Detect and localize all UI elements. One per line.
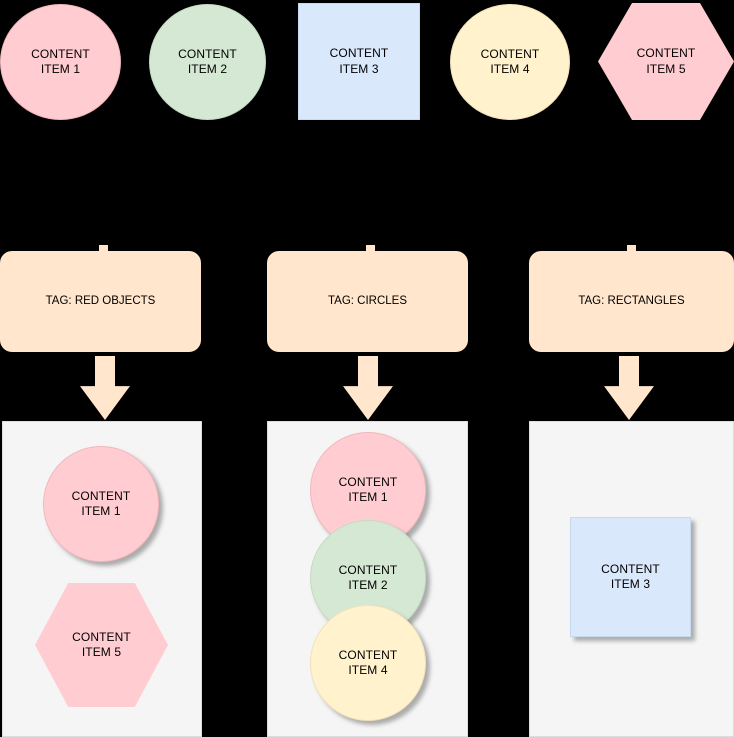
item-5-label: CONTENT ITEM 5 [636,46,696,76]
res-item-1b-label: CONTENT ITEM 1 [338,474,398,504]
res-item-4-label: CONTENT ITEM 4 [338,647,398,677]
tag-circles[interactable]: TAG: CIRCLES [267,251,468,352]
item-2-circle[interactable]: CONTENT ITEM 2 [149,4,266,120]
arrow-red-objects-glyph [80,356,130,420]
item-1-label: CONTENT ITEM 1 [31,46,90,76]
res-item-5-label: CONTENT ITEM 5 [72,629,131,659]
item-3-rectangle[interactable]: CONTENT ITEM 3 [298,3,420,120]
tag-rectangles-connector-notch [627,245,636,252]
arrow-rectangles-glyph [604,356,654,420]
res-item-4-circle[interactable]: CONTENT ITEM 4 [310,605,426,721]
res-item-3-rectangle[interactable]: CONTENT ITEM 3 [570,517,691,637]
item-5-hexagon[interactable]: CONTENT ITEM 5 [598,3,734,120]
arrow-rectangles [604,356,654,420]
arrow-circles [343,356,393,420]
res-item-3-label: CONTENT ITEM 3 [601,561,660,591]
res-item-5-hexagon[interactable]: CONTENT ITEM 5 [35,583,168,707]
item-3-label: CONTENT ITEM 3 [329,46,389,76]
tag-red-objects[interactable]: TAG: RED OBJECTS [0,251,201,352]
item-4-label: CONTENT ITEM 4 [480,46,540,76]
tag-rectangles[interactable]: TAG: RECTANGLES [529,251,734,352]
tag-circles-label: TAG: CIRCLES [327,295,408,308]
tag-rectangles-label: TAG: RECTANGLES [578,295,685,308]
item-1-circle[interactable]: CONTENT ITEM 1 [0,4,121,120]
tag-red-objects-label: TAG: RED OBJECTS [45,295,156,308]
res-item-2-label: CONTENT ITEM 2 [338,562,398,592]
tag-circles-connector-notch [366,245,375,252]
item-4-circle[interactable]: CONTENT ITEM 4 [450,4,570,120]
tag-red-objects-connector-notch [99,245,108,252]
arrow-red-objects [80,356,130,420]
res-item-1-label: CONTENT ITEM 1 [71,488,131,518]
res-item-1-circle[interactable]: CONTENT ITEM 1 [43,446,159,562]
item-2-label: CONTENT ITEM 2 [178,46,237,76]
arrow-circles-glyph [343,356,393,420]
